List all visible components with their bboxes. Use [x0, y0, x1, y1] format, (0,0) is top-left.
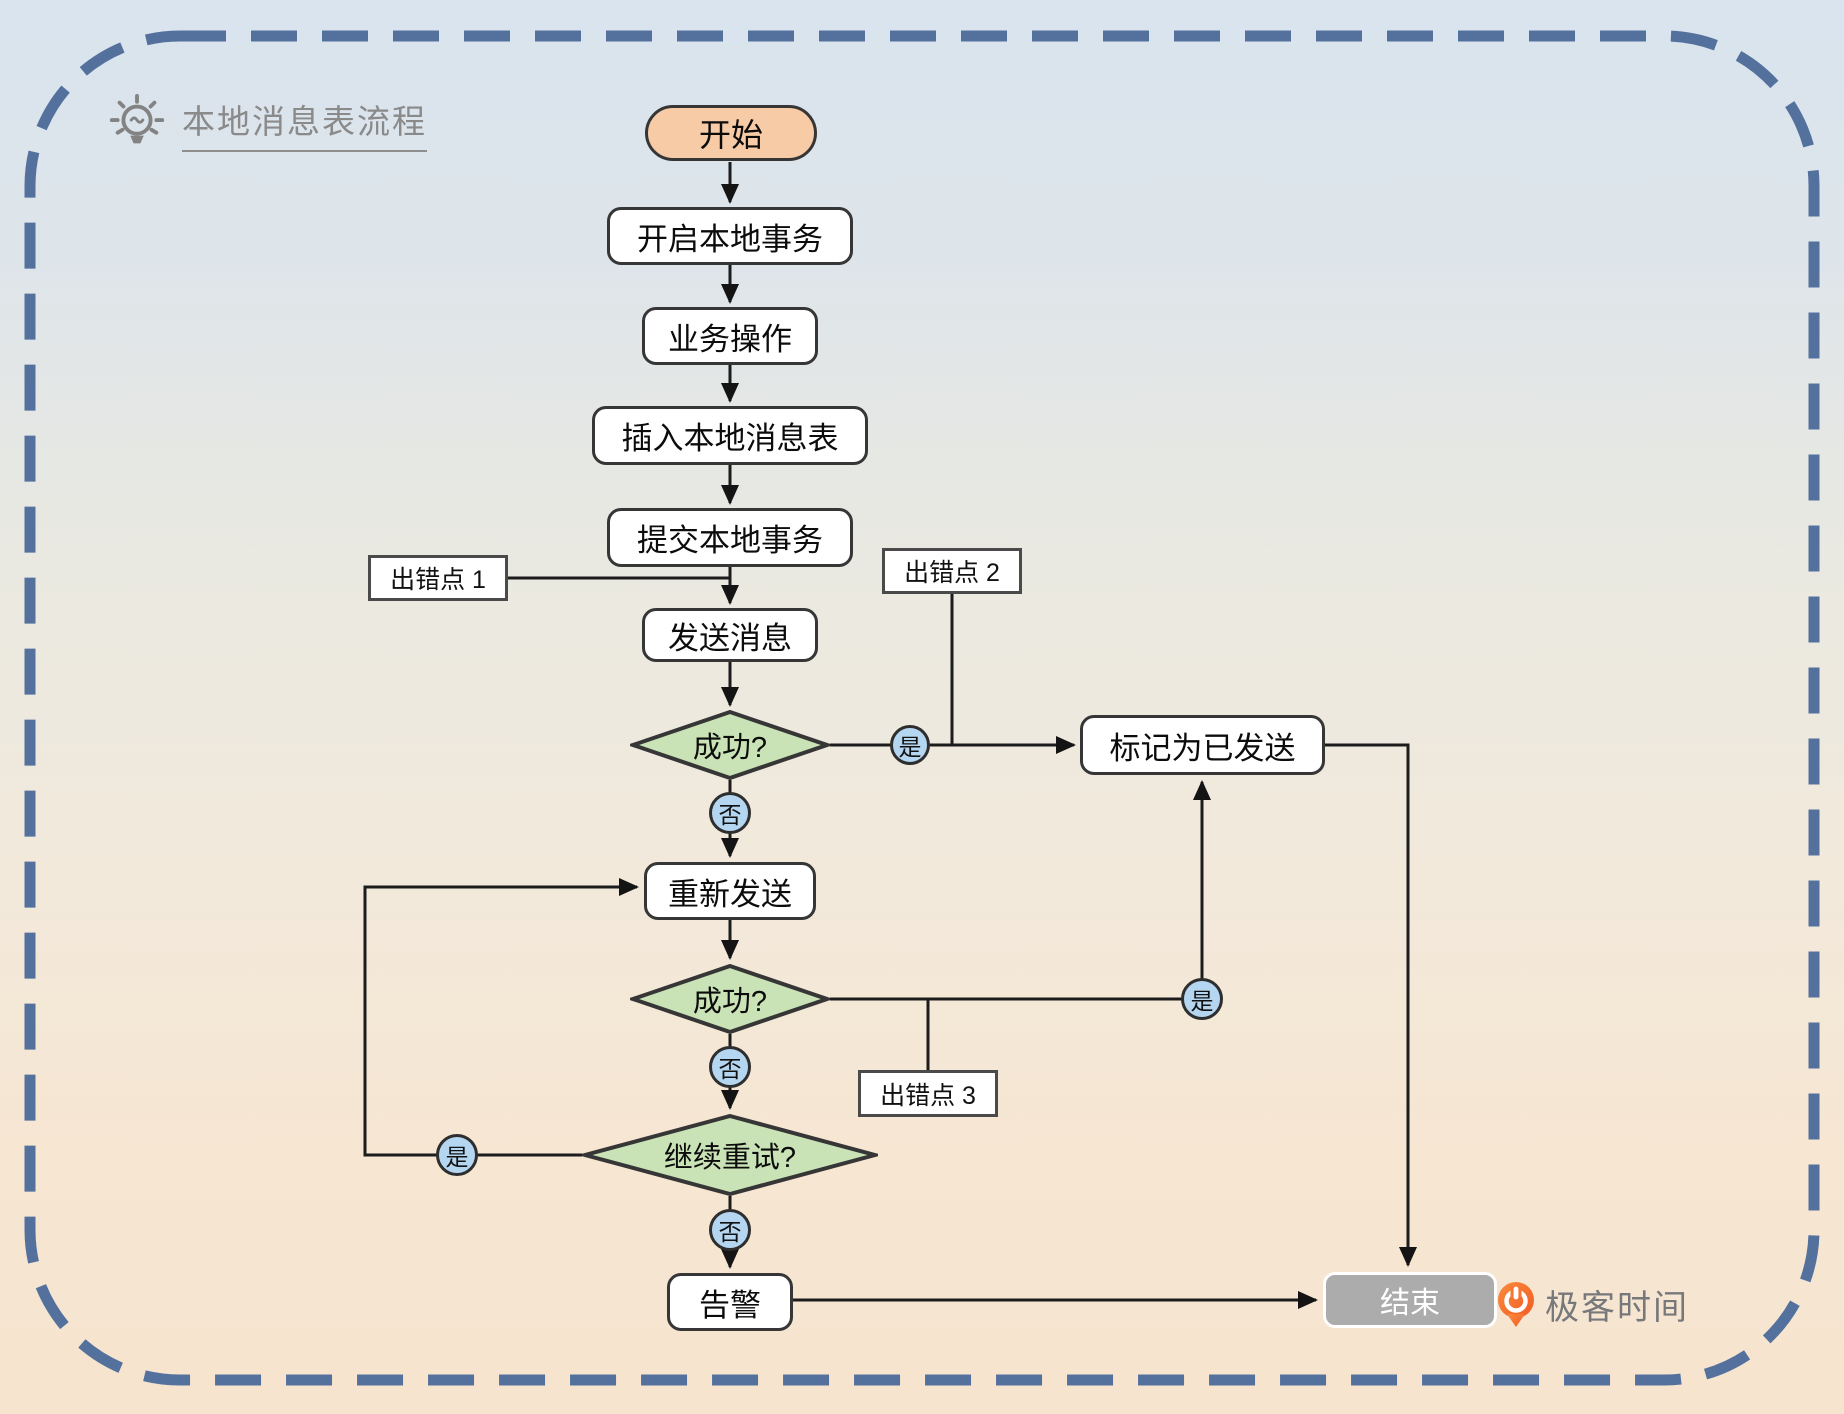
process-resend: 重新发送 — [644, 862, 816, 920]
diamond-shape — [630, 964, 830, 1034]
process-alert: 告警 — [667, 1273, 793, 1331]
error-label-1: 出错点 1 — [368, 555, 508, 601]
geektime-logo — [1498, 1281, 1534, 1327]
error-label-2: 出错点 2 — [882, 548, 1022, 594]
dashed-border-frame — [24, 30, 1820, 1386]
branch-badge-yes: 是 — [436, 1134, 478, 1176]
end-node: 结束 — [1323, 1272, 1497, 1328]
process-open-local-tx: 开启本地事务 — [607, 207, 853, 265]
process-mark-as-sent: 标记为已发送 — [1080, 715, 1325, 775]
error-label-3: 出错点 3 — [858, 1070, 998, 1117]
edge-mark-sent-to-end — [1325, 743, 1417, 1267]
decision-resend-success: 成功? — [630, 964, 830, 1034]
brand-footer: 极客时间 — [1496, 1280, 1689, 1329]
branch-badge-no: 否 — [709, 1046, 751, 1088]
diagram-header: 本地消息表流程 — [106, 92, 427, 154]
decision-label: 成功? — [692, 732, 768, 764]
diagram-title: 本地消息表流程 — [182, 95, 427, 152]
start-node: 开始 — [645, 105, 817, 161]
decision-send-success: 成功? — [630, 710, 830, 780]
branch-badge-no: 否 — [709, 792, 751, 834]
process-business-op: 业务操作 — [642, 307, 818, 365]
branch-badge-yes: 是 — [890, 725, 930, 765]
decision-continue-retry: 继续重试? — [582, 1114, 878, 1196]
lightbulb-icon — [109, 93, 165, 144]
process-insert-local-msg: 插入本地消息表 — [592, 406, 868, 465]
decision-label: 成功? — [692, 986, 768, 1018]
branch-badge-yes: 是 — [1181, 978, 1223, 1020]
diamond-shape — [630, 710, 830, 780]
process-commit-local-tx: 提交本地事务 — [607, 508, 853, 567]
branch-badge-no: 否 — [709, 1209, 751, 1251]
brand-name: 极客时间 — [1545, 1289, 1689, 1327]
diamond-shape — [582, 1114, 878, 1196]
process-send-message: 发送消息 — [642, 608, 818, 662]
decision-label: 继续重试? — [663, 1142, 797, 1174]
